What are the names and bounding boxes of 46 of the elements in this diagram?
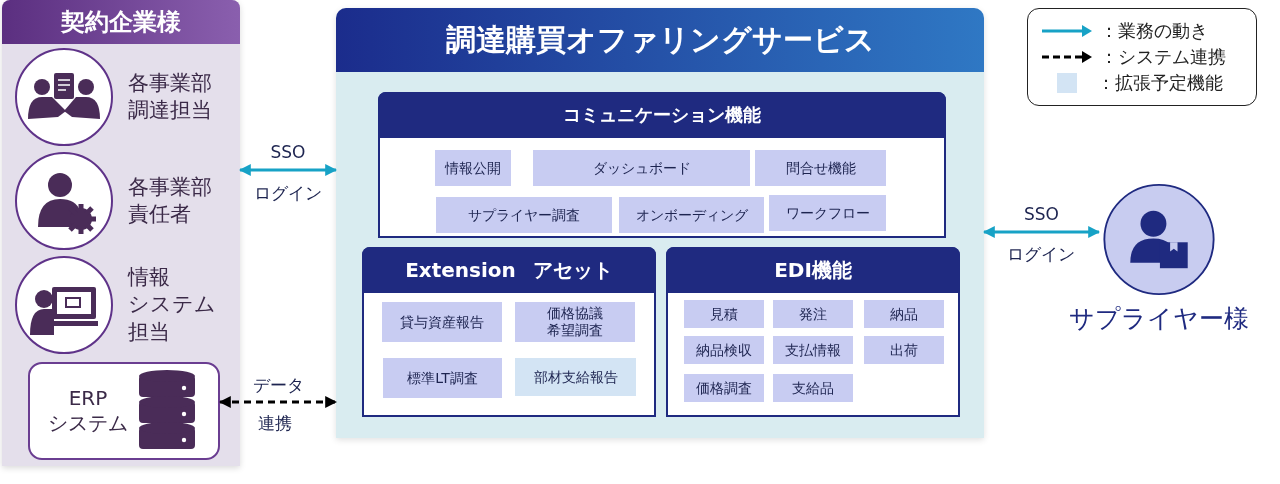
feature-box: 出荷 [864, 336, 944, 364]
supplier-label: サプライヤー様 [1069, 303, 1249, 335]
function-panel [378, 92, 946, 238]
edge-label: SSO [270, 142, 306, 162]
function-panel [666, 247, 960, 417]
panel-heading: Extension アセット [362, 247, 656, 293]
feature-box: 価格協議希望調査 [515, 302, 635, 342]
feature-box: 納品 [864, 300, 944, 328]
feature-box: 価格調査 [684, 374, 764, 402]
panel-heading: コミュニケーション機能 [378, 92, 946, 138]
panel-heading: 契約企業様 [2, 0, 240, 44]
arrow [982, 226, 1101, 238]
service-panel [336, 8, 984, 438]
role-label: 情報システム担当 [128, 264, 216, 346]
feature-box: ワークフロー [769, 195, 886, 231]
edge-label: データ [252, 374, 304, 397]
function-panel [362, 247, 656, 417]
feature-box: 貸与資産報告 [382, 302, 502, 342]
feature-box: 標準LT調査 [383, 358, 502, 398]
edge-caption: ログイン [254, 182, 322, 205]
edge-caption: ログイン [1007, 243, 1075, 266]
feature-box: 問合せ機能 [755, 150, 886, 186]
group-panel [2, 0, 240, 466]
panel-heading: EDI機能 [666, 247, 960, 293]
feature-box: 支払情報 [773, 336, 853, 364]
role-label: 各事業部調達担当 [128, 69, 212, 124]
feature-box: 部材支給報告 [515, 358, 636, 396]
legend-label: ：システム連携 [1100, 45, 1226, 69]
feature-box: オンボーディング [619, 197, 764, 233]
edge-caption: 連携 [258, 412, 292, 435]
legend-label: ：業務の動き [1100, 19, 1208, 43]
feature-box: 発注 [773, 300, 853, 328]
feature-box: 情報公開 [435, 150, 511, 186]
arrow [238, 164, 338, 176]
feature-box: サプライヤー調査 [436, 197, 612, 233]
feature-box: ダッシュボード [533, 150, 750, 186]
service-title: 調達購買オファリングサービス [336, 8, 984, 72]
feature-box: 納品検収 [684, 336, 764, 364]
feature-box: 見積 [684, 300, 764, 328]
arrow [218, 396, 338, 408]
feature-box: 支給品 [773, 374, 853, 402]
system-label: ERPシステム [48, 386, 128, 436]
legend-label: ：拡張予定機能 [1097, 71, 1223, 95]
role-label: 各事業部責任者 [128, 173, 212, 228]
edge-label: SSO [1024, 204, 1059, 224]
system-box [28, 362, 220, 460]
